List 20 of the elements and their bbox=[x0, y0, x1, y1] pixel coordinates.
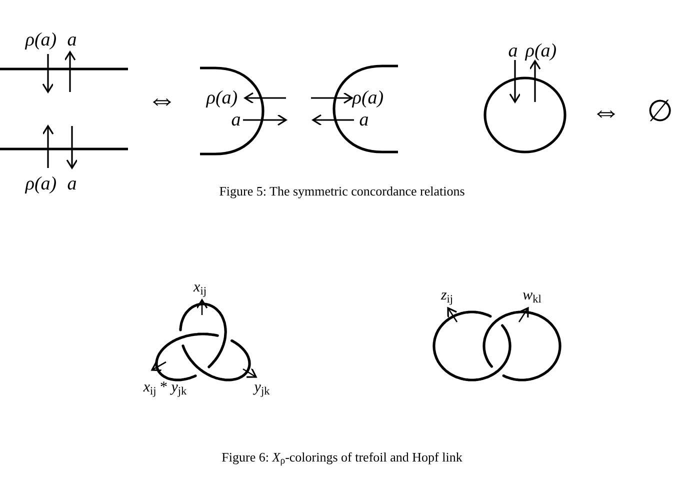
figure-caption: Figure 5: The symmetric concordance relations bbox=[219, 184, 465, 198]
math-label: a bbox=[67, 174, 77, 194]
equivalence-symbol: ⇔ bbox=[147, 85, 177, 115]
math-label: a bbox=[67, 30, 77, 50]
math-label: ρ(a) bbox=[25, 30, 57, 50]
math-label: ρ(a) bbox=[352, 88, 384, 108]
math-label: ρ(a) bbox=[206, 88, 238, 108]
math-label: ρ(a) bbox=[25, 174, 57, 194]
math-label: x$_{ij}$ bbox=[194, 280, 206, 296]
math-label: y$_{jk}$ bbox=[254, 380, 270, 396]
math-label: a bbox=[231, 110, 241, 130]
math-label: w$_{kl}$ bbox=[522, 288, 542, 304]
equivalence-symbol: ⇔ bbox=[591, 97, 621, 127]
math-label: x$_{ij}$ *y$_{jk}$ bbox=[143, 380, 187, 396]
empty-set-symbol: ∅ bbox=[647, 97, 673, 127]
math-label: ρ(a) bbox=[525, 42, 557, 60]
math-label: z$_{ij}$ bbox=[440, 288, 454, 304]
figure-caption: Figure 6: X$_{ρ}$-colorings of trefoil and Hopf link bbox=[222, 450, 462, 464]
math-label: a bbox=[508, 42, 518, 60]
math-label: a bbox=[359, 110, 369, 130]
